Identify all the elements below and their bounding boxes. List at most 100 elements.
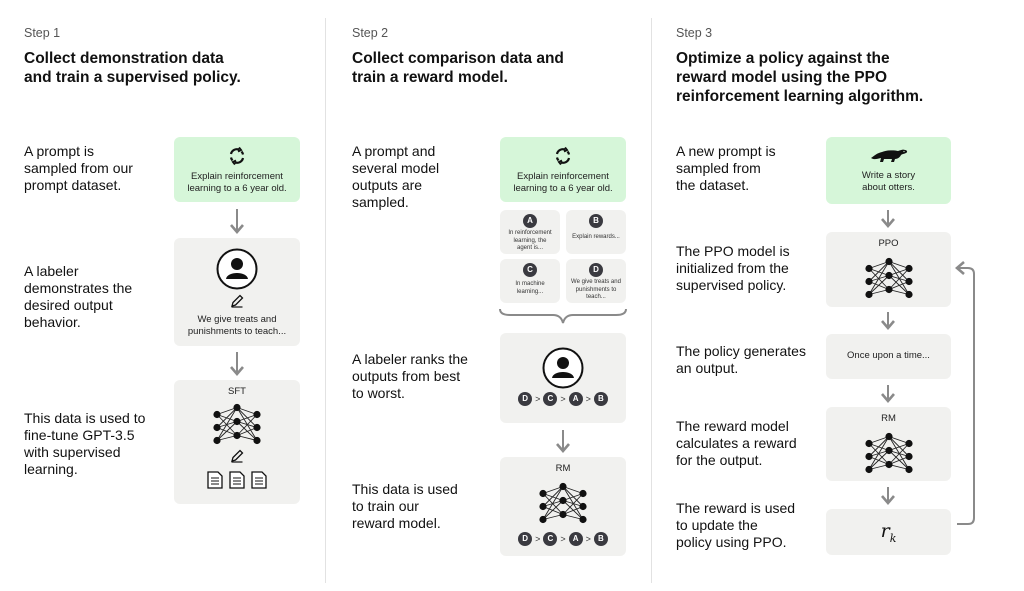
nn-node: [865, 277, 873, 286]
nn-node: [539, 502, 547, 511]
step1-label: Step 1: [24, 26, 61, 40]
ranking-row: D > C > A > B: [500, 392, 626, 406]
rank-item: A: [568, 532, 583, 546]
neural-network-icon: [539, 482, 587, 524]
nn-node: [865, 439, 873, 448]
nn-node: [885, 271, 893, 280]
document-icon: [206, 471, 223, 489]
rank-item: B: [593, 532, 608, 546]
neural-network-icon: [213, 403, 261, 445]
nn-node: [905, 264, 913, 273]
nn-node: [253, 436, 261, 445]
output-letter-a: A: [523, 214, 537, 228]
nn-node: [539, 489, 547, 498]
nn-node: [905, 290, 913, 299]
nn-node: [885, 285, 893, 294]
recycle-icon: [555, 146, 571, 166]
nn-node: [885, 432, 893, 441]
step3-rm-box: RM: [826, 407, 951, 481]
nn-node: [885, 446, 893, 455]
step2-labeler-box: D > C > A > B: [500, 333, 626, 423]
nn-node: [885, 257, 893, 266]
nn-node: [253, 423, 261, 432]
rank-item: B: [593, 392, 608, 406]
step2-label: Step 2: [352, 26, 389, 40]
nn-node: [905, 452, 913, 461]
pencil-icon: [231, 449, 244, 463]
output-text: Once upon a time...: [847, 350, 930, 361]
step3-reward-box: rk: [826, 509, 951, 555]
column-divider-1: [325, 18, 326, 583]
nn-node: [865, 452, 873, 461]
nn-node: [865, 264, 873, 273]
rank-separator: >: [585, 534, 591, 544]
nn-node: [213, 423, 221, 432]
nn-node: [905, 465, 913, 474]
rank-separator: >: [560, 534, 566, 544]
document-stack: [174, 470, 300, 495]
sft-label: SFT: [228, 386, 246, 397]
reward-symbol: rk: [880, 520, 897, 545]
nn-node: [233, 417, 241, 426]
rank-separator: >: [585, 394, 591, 404]
step3-ppo-box: PPO: [826, 232, 951, 307]
column-divider-2: [651, 18, 652, 583]
nn-node: [905, 439, 913, 448]
brace: [499, 308, 627, 324]
nn-node: [579, 489, 587, 498]
nn-node: [213, 410, 221, 419]
otter-icon: [871, 149, 908, 162]
nn-node: [559, 496, 567, 505]
rank-separator: >: [560, 394, 566, 404]
nn-node: [539, 515, 547, 524]
pencil-icon: [231, 294, 244, 308]
nn-node: [559, 482, 567, 491]
nn-node: [559, 510, 567, 519]
person-icon: [542, 347, 584, 389]
document-icon: [251, 471, 268, 489]
output-card-b: B Explain rewards...: [566, 210, 626, 254]
person-icon: [216, 248, 258, 290]
ranking-row: D > C > A > B: [500, 532, 626, 546]
rank-item: C: [543, 532, 558, 546]
step1-sft-box: SFT: [174, 380, 300, 504]
step3-label: Step 3: [676, 26, 713, 40]
rank-item: C: [543, 392, 558, 406]
nn-node: [885, 460, 893, 469]
output-letter-b: B: [589, 214, 603, 228]
nn-node: [253, 410, 261, 419]
nn-node: [579, 502, 587, 511]
nn-node: [579, 515, 587, 524]
nn-node: [233, 431, 241, 440]
neural-network-icon: [865, 257, 913, 299]
output-letter-c: C: [523, 263, 537, 277]
rank-item: D: [518, 532, 533, 546]
nn-node: [233, 403, 241, 412]
rm-label: RM: [555, 463, 571, 474]
feedback-arrow: [955, 261, 975, 525]
recycle-icon: [229, 146, 245, 166]
ppo-label: PPO: [878, 238, 899, 249]
rank-separator: >: [535, 394, 541, 404]
nn-node: [865, 290, 873, 299]
